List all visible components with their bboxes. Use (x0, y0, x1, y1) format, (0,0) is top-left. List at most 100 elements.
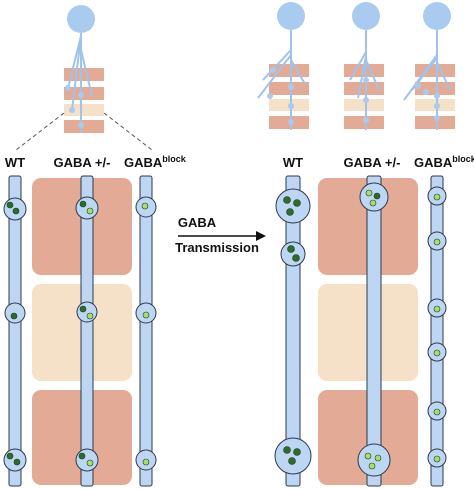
label-gaba-block-sup: block (452, 154, 474, 164)
synapse-dot (288, 119, 294, 125)
right-neuron-schematic-wt (257, 2, 309, 130)
label-gaba-block-right: GABAblock (414, 154, 474, 170)
synapse-dot (65, 85, 71, 91)
synapse-dot (288, 84, 294, 90)
left-column-labels: WT GABA +/- GABAblock (5, 154, 187, 170)
vesicle-light (141, 202, 149, 210)
synapse-dot (363, 117, 369, 123)
axon-bouton (280, 241, 306, 267)
label-wt-right: WT (283, 155, 303, 170)
axon-shaft (366, 175, 382, 487)
vesicle-light (368, 462, 376, 470)
axon-bouton (75, 448, 99, 472)
axon-shaft (139, 175, 153, 487)
vesicle-light (369, 199, 377, 207)
dendrite-line (349, 51, 367, 81)
synapse-dot (434, 103, 440, 109)
layer-band (344, 116, 384, 129)
vesicle-light (142, 458, 150, 466)
vesicle-dark (12, 207, 20, 215)
vesicle-light (365, 189, 373, 197)
right-neuron-schematic-block (403, 2, 455, 130)
vesicle-light (433, 455, 441, 463)
vesicle-light (86, 207, 94, 215)
neuron-icon (423, 2, 451, 30)
layer-band (64, 68, 104, 81)
vesicle-dark (10, 312, 18, 320)
neuron-icon (352, 2, 380, 30)
vesicle-dark (293, 448, 301, 456)
right-axon-gaba-het (357, 175, 391, 487)
synapse-dot (363, 77, 369, 83)
vesicle-dark (6, 452, 14, 460)
synapse-dot (434, 115, 440, 121)
layer-band (344, 82, 384, 95)
vesicle-dark (78, 452, 86, 460)
vesicle-dark (79, 305, 87, 313)
arrow-label-bottom: Transmission (175, 240, 259, 255)
synapse-dot (78, 92, 84, 98)
vesicle-dark (6, 201, 14, 209)
layer-band (64, 120, 104, 133)
axon-bouton (357, 443, 391, 477)
axon-bouton (275, 188, 311, 224)
dendrite-line (357, 55, 367, 99)
vesicle-light (433, 238, 441, 246)
dendrite-line (262, 49, 292, 81)
vesicle-dark (292, 254, 300, 262)
right-axon-gaba-block (427, 175, 447, 487)
label-gaba-block-base: GABA (414, 155, 453, 170)
vesicle-dark (79, 200, 87, 208)
vesicle-light (364, 452, 372, 460)
vesicle-light (433, 349, 441, 357)
label-gaba-block-base: GABA (124, 155, 163, 170)
layer-band (344, 99, 384, 111)
zoom-guide-line (103, 112, 153, 151)
vesicle-light (86, 312, 94, 320)
arrow-head (256, 231, 266, 241)
gaba-transmission-arrow: GABA Transmission (175, 215, 266, 255)
axon-bouton (75, 196, 99, 220)
axon-shaft (80, 175, 94, 487)
dendrite-line (290, 59, 306, 85)
dendrite-line (80, 49, 93, 97)
vesicle-light (433, 408, 441, 416)
label-gaba-block-sup: block (162, 154, 187, 164)
zoom-guide-line (15, 112, 65, 151)
vesicle-dark (293, 199, 301, 207)
dendrite-line (436, 61, 451, 91)
label-gaba-block-left: GABAblock (124, 154, 187, 170)
vesicle-dark (286, 208, 294, 216)
right-neuron-schematic-het (344, 2, 384, 130)
left-neuron-schematic (15, 5, 153, 151)
synapse-dot (423, 89, 429, 95)
label-wt-left: WT (5, 155, 25, 170)
synapse-dot (363, 97, 369, 103)
synapse-dot (288, 103, 294, 109)
vesicle-light (86, 459, 94, 467)
dendrite-line (365, 59, 380, 91)
vesicle-light (433, 193, 441, 201)
axon-shaft (8, 175, 22, 487)
left-axon-gaba-het (75, 175, 99, 487)
axon-bouton (274, 437, 312, 475)
layer-band (415, 64, 455, 77)
synapse-dot (434, 93, 440, 99)
synapse-dot (270, 67, 276, 73)
arrow-label-top: GABA (178, 215, 217, 230)
dendrite-line (67, 35, 82, 89)
vesicle-dark (283, 196, 291, 204)
vesicle-dark (287, 245, 295, 253)
vesicle-dark (13, 458, 21, 466)
neuron-icon (67, 5, 95, 33)
left-axon-wt (3, 175, 27, 487)
vesicle-dark (373, 192, 381, 200)
synapse-dot (69, 107, 75, 113)
label-gaba-het-right: GABA +/- (344, 155, 401, 170)
vesicle-light (433, 305, 441, 313)
left-axon-gaba-block (135, 175, 157, 487)
axon-shaft (430, 175, 444, 487)
layer-band (415, 116, 455, 129)
dendrite-line (257, 54, 292, 99)
